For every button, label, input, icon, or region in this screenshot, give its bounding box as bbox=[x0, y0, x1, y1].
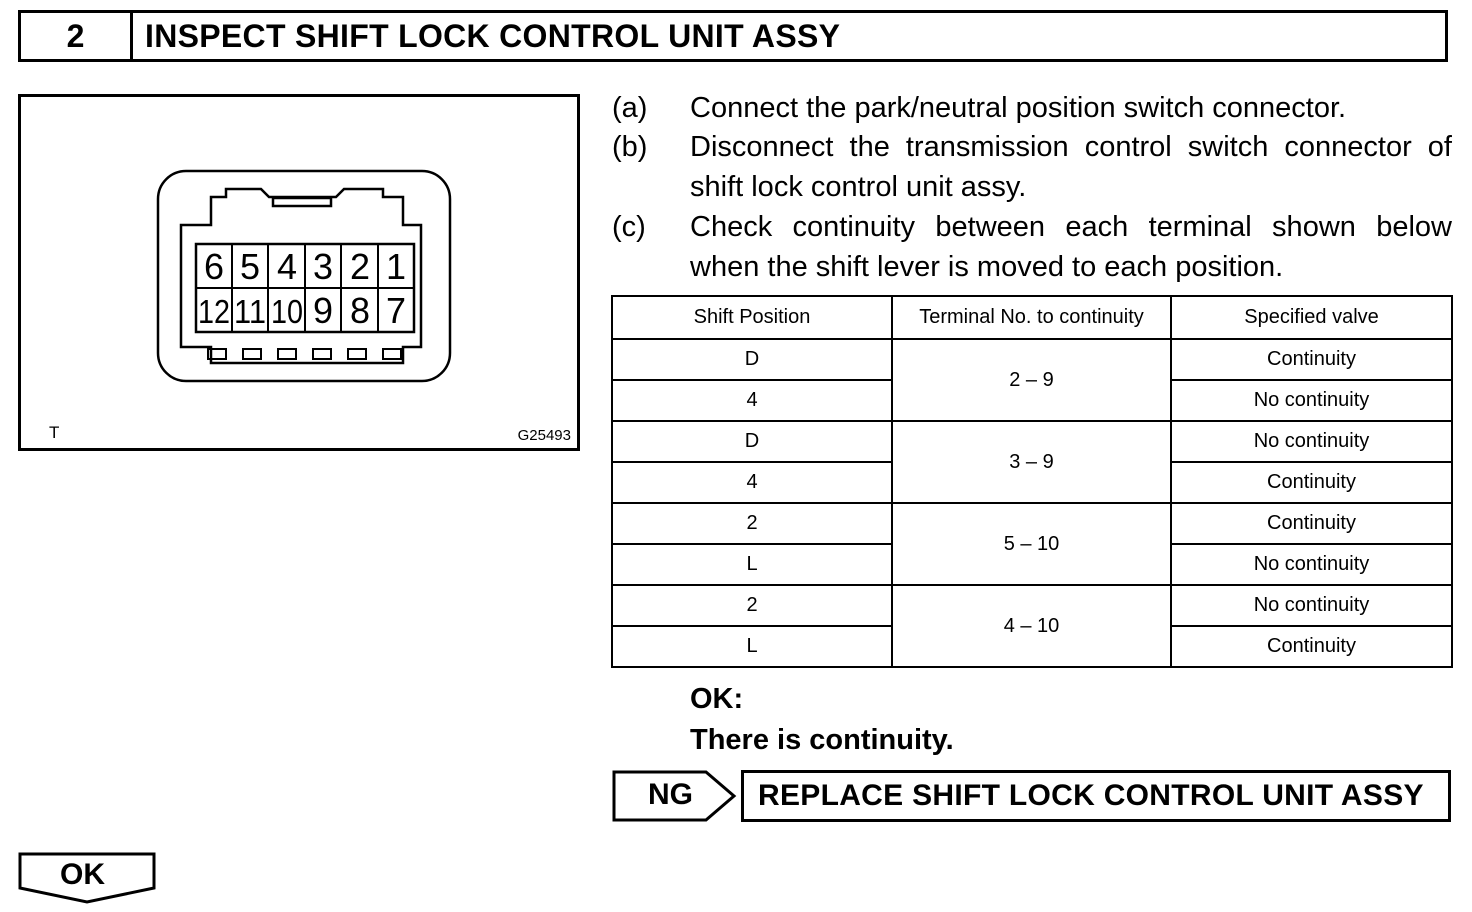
terminal-cell: 3 – 9 bbox=[891, 420, 1172, 504]
pin-label: 3 bbox=[313, 246, 333, 287]
pin-label: 12 bbox=[198, 293, 230, 330]
column-header: Shift Position bbox=[611, 295, 893, 340]
step-label: (b) bbox=[612, 131, 648, 163]
column-header: Specified valve bbox=[1170, 295, 1453, 340]
ng-arrow-shape bbox=[612, 770, 737, 822]
pin-label: 5 bbox=[240, 246, 260, 287]
pin-label: 7 bbox=[386, 290, 406, 331]
step-label: (c) bbox=[612, 211, 646, 243]
table-header-row: Shift Position Terminal No. to continuit… bbox=[611, 295, 1453, 340]
shift-position-cell: D bbox=[611, 338, 893, 381]
pin-label: 2 bbox=[350, 246, 370, 287]
shift-position-cell: L bbox=[611, 625, 893, 668]
continuity-table: Shift Position Terminal No. to continuit… bbox=[611, 295, 1453, 668]
step-text: Connect the park/neutral position switch… bbox=[690, 92, 1347, 124]
pin-label: 11 bbox=[234, 293, 266, 330]
step-label: (a) bbox=[612, 92, 648, 124]
ok-button[interactable]: OK bbox=[60, 858, 105, 891]
specified-value-cell: Continuity bbox=[1170, 461, 1453, 504]
connector-drawing: 6 5 4 3 2 1 12 11 10 9 8 7 bbox=[156, 169, 452, 383]
shift-position-cell: 4 bbox=[611, 379, 893, 422]
table-row: 2 5 – 10 Continuity bbox=[611, 502, 1453, 586]
terminal-cell: 5 – 10 bbox=[891, 502, 1172, 586]
table-row: 4 No continuity bbox=[611, 379, 1453, 422]
specified-value-cell: No continuity bbox=[1170, 584, 1453, 627]
table-row: 2 4 – 10 No continuity bbox=[611, 584, 1453, 668]
pin-label: 6 bbox=[204, 246, 224, 287]
specified-value-cell: No continuity bbox=[1170, 420, 1453, 463]
ng-action-box: REPLACE SHIFT LOCK CONTROL UNIT ASSY bbox=[741, 770, 1451, 822]
shift-position-cell: D bbox=[611, 420, 893, 463]
ng-action-text: REPLACE SHIFT LOCK CONTROL UNIT ASSY bbox=[758, 779, 1424, 812]
table-row: L No continuity bbox=[611, 543, 1453, 586]
shift-position-cell: 4 bbox=[611, 461, 893, 504]
specified-value-cell: No continuity bbox=[1170, 543, 1453, 586]
table-row: L Continuity bbox=[611, 625, 1453, 668]
shift-position-cell: 2 bbox=[611, 502, 893, 545]
terminal-cell: 2 – 9 bbox=[891, 338, 1172, 422]
step-header: 2 INSPECT SHIFT LOCK CONTROL UNIT ASSY bbox=[18, 10, 1448, 62]
table-row: 4 Continuity bbox=[611, 461, 1453, 504]
shift-position-cell: L bbox=[611, 543, 893, 586]
ok-arrow-shape bbox=[18, 852, 156, 904]
pin-label: 8 bbox=[350, 290, 370, 331]
pin-label: 9 bbox=[313, 290, 333, 331]
step-number: 2 bbox=[21, 13, 133, 59]
pin-label: 1 bbox=[386, 246, 406, 287]
figure-code: G25493 bbox=[517, 427, 571, 444]
specified-value-cell: Continuity bbox=[1170, 625, 1453, 668]
connector-figure: 6 5 4 3 2 1 12 11 10 9 8 7 T G25493 bbox=[18, 94, 580, 451]
table-row: D 2 – 9 Continuity bbox=[611, 338, 1453, 422]
pin-label: 10 bbox=[271, 293, 303, 330]
specified-value-cell: Continuity bbox=[1170, 338, 1453, 381]
pin-label: 4 bbox=[277, 246, 297, 287]
shift-position-cell: 2 bbox=[611, 584, 893, 627]
specified-value-cell: Continuity bbox=[1170, 502, 1453, 545]
figure-corner-label: T bbox=[49, 423, 60, 442]
step-text: Disconnect the transmission control swit… bbox=[690, 131, 1452, 203]
ng-label[interactable]: NG bbox=[648, 778, 693, 811]
table-row: D 3 – 9 No continuity bbox=[611, 420, 1453, 504]
ok-result-label: OK: bbox=[690, 683, 744, 715]
column-header: Terminal No. to continuity bbox=[891, 295, 1172, 340]
ok-result-text: There is continuity. bbox=[690, 724, 954, 756]
step-title: INSPECT SHIFT LOCK CONTROL UNIT ASSY bbox=[145, 17, 841, 54]
terminal-cell: 4 – 10 bbox=[891, 584, 1172, 668]
step-text: Check continuity between each terminal s… bbox=[690, 211, 1452, 283]
specified-value-cell: No continuity bbox=[1170, 379, 1453, 422]
